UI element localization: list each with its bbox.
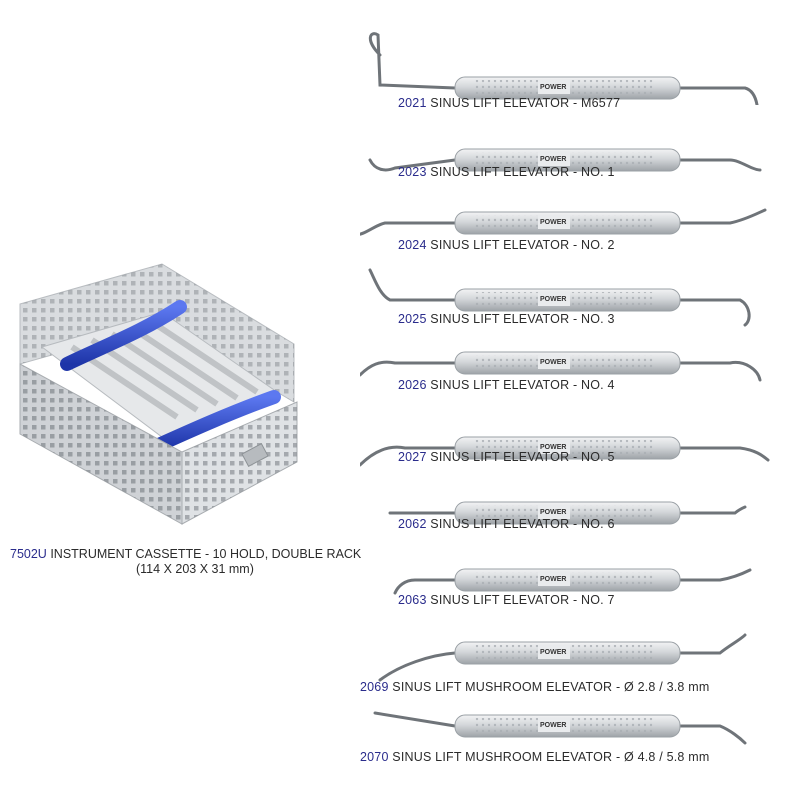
brand-mark: POWER	[540, 296, 566, 303]
instrument-code: 2062	[398, 517, 427, 531]
instrument-code: 2063	[398, 593, 427, 607]
brand-mark: POWER	[540, 509, 566, 516]
instrument-caption: 2027 SINUS LIFT ELEVATOR - NO. 5	[398, 450, 615, 464]
instrument-name: SINUS LIFT ELEVATOR - NO. 4	[430, 378, 615, 392]
instrument-image: POWER	[360, 205, 770, 280]
instrument-code: 2070	[360, 750, 389, 764]
instrument-code: 2026	[398, 378, 427, 392]
instrument-caption: 2070 SINUS LIFT MUSHROOM ELEVATOR - Ø 4.…	[360, 750, 709, 764]
brand-mark: POWER	[540, 156, 566, 163]
brand-mark: POWER	[540, 359, 566, 366]
cassette-dimensions: (114 X 203 X 31 mm)	[136, 562, 254, 576]
instrument-caption: 2062 SINUS LIFT ELEVATOR - NO. 6	[398, 517, 615, 531]
instrument-caption: 2026 SINUS LIFT ELEVATOR - NO. 4	[398, 378, 615, 392]
instrument-code: 2069	[360, 680, 389, 694]
instrument-caption: 2025 SINUS LIFT ELEVATOR - NO. 3	[398, 312, 615, 326]
brand-mark: POWER	[540, 576, 566, 583]
instrument-image: POWER	[360, 625, 770, 700]
instrument-name: SINUS LIFT ELEVATOR - NO. 2	[430, 238, 615, 252]
cassette-code: 7502U	[10, 547, 47, 561]
instrument-caption: 2063 SINUS LIFT ELEVATOR - NO. 7	[398, 593, 615, 607]
cassette-name: INSTRUMENT CASSETTE - 10 HOLD, DOUBLE RA…	[50, 547, 362, 561]
instrument-name: SINUS LIFT ELEVATOR - NO. 5	[430, 450, 615, 464]
instrument-name: SINUS LIFT MUSHROOM ELEVATOR - Ø 2.8 / 3…	[392, 680, 710, 694]
instrument-caption: 2021 SINUS LIFT ELEVATOR - M6577	[398, 96, 620, 110]
instrument-code: 2027	[398, 450, 427, 464]
brand-mark: POWER	[540, 444, 566, 451]
instrument-code: 2024	[398, 238, 427, 252]
instrument-image: POWER	[360, 568, 770, 643]
brand-mark: POWER	[540, 722, 566, 729]
brand-mark: POWER	[540, 649, 566, 656]
instrument-name: SINUS LIFT MUSHROOM ELEVATOR - Ø 4.8 / 5…	[392, 750, 710, 764]
instrument-name: SINUS LIFT ELEVATOR - NO. 7	[430, 593, 615, 607]
instrument-image: POWER	[360, 130, 770, 205]
instrument-name: SINUS LIFT ELEVATOR - NO. 6	[430, 517, 615, 531]
instrument-code: 2025	[398, 312, 427, 326]
instrument-name: SINUS LIFT ELEVATOR - NO. 3	[430, 312, 615, 326]
instrument-name: SINUS LIFT ELEVATOR - M6577	[430, 96, 621, 110]
instrument-code: 2023	[398, 165, 427, 179]
instrument-cassette-image	[12, 252, 302, 532]
cassette-caption: 7502U INSTRUMENT CASSETTE - 10 HOLD, DOU…	[10, 547, 361, 577]
instrument-image: POWER	[360, 265, 770, 340]
instrument-caption: 2023 SINUS LIFT ELEVATOR - NO. 1	[398, 165, 615, 179]
instrument-name: SINUS LIFT ELEVATOR - NO. 1	[430, 165, 615, 179]
instrument-image: POWER	[360, 495, 770, 570]
instrument-image: POWER	[360, 698, 770, 773]
brand-mark: POWER	[540, 84, 566, 91]
instrument-caption: 2024 SINUS LIFT ELEVATOR - NO. 2	[398, 238, 615, 252]
instrument-image: POWER	[360, 30, 770, 105]
instrument-caption: 2069 SINUS LIFT MUSHROOM ELEVATOR - Ø 2.…	[360, 680, 709, 694]
instrument-image: POWER	[360, 345, 770, 420]
instrument-image: POWER	[360, 420, 770, 495]
instrument-code: 2021	[398, 96, 427, 110]
brand-mark: POWER	[540, 219, 566, 226]
